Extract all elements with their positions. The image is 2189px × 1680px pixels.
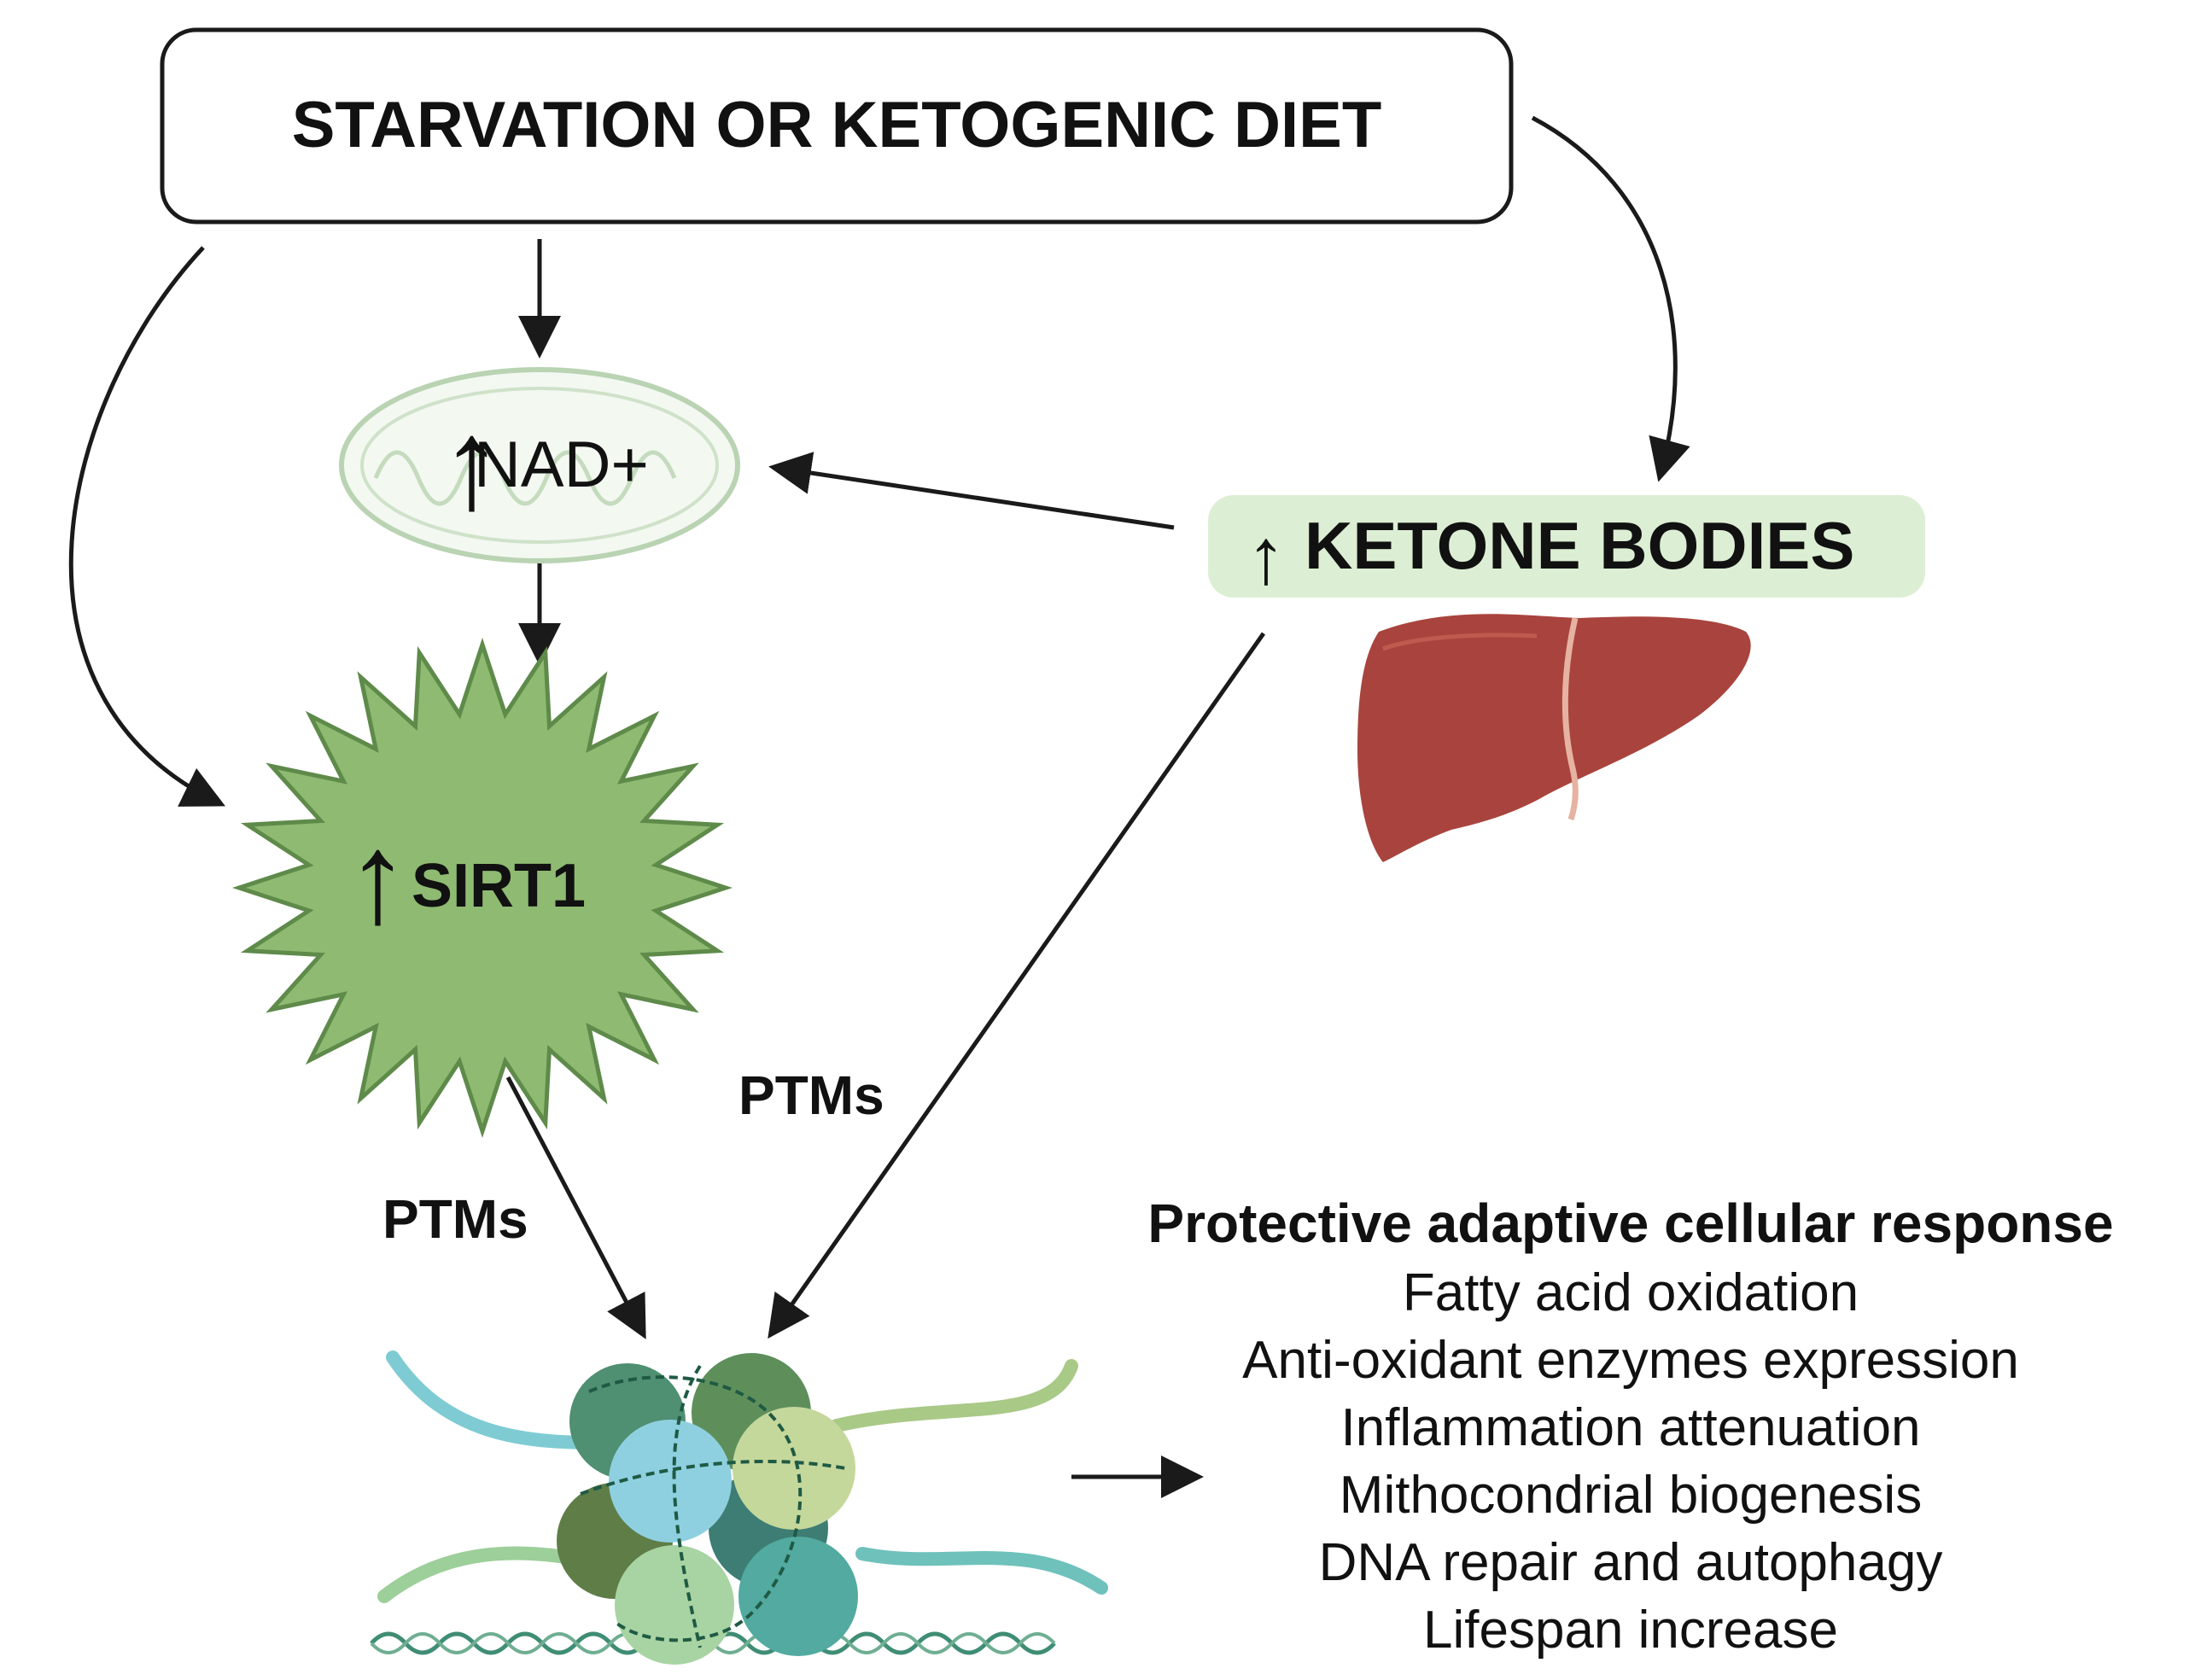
response-item: Inflammation attenuation: [1341, 1398, 1921, 1457]
arrow-diet-to-ketone: [1531, 115, 1690, 482]
sirt1-up-arrow: ↑: [346, 806, 410, 949]
arrow-diet-to-sirt1: [68, 246, 225, 807]
response-panel: Protective adaptive cellular response Fa…: [1147, 1193, 2113, 1660]
mitochondrion-node: ↑ NAD+: [339, 367, 740, 563]
arrow-ketone-to-nucleosome: [768, 632, 1266, 1339]
ketone-up-arrow: ↑: [1246, 513, 1286, 600]
response-item: Mithocondrial biogenesis: [1340, 1466, 1922, 1525]
starburst-icon: [231, 637, 733, 1139]
arrow-sirt1-to-nucleosome: [505, 1076, 646, 1339]
ketone-label: KETONE BODIES: [1305, 508, 1854, 583]
liver-icon: [1357, 614, 1751, 862]
nad-label: NAD+: [474, 429, 649, 501]
arrows: [68, 115, 1690, 1498]
ketone-pill: [1208, 495, 1925, 598]
response-title: Protective adaptive cellular response: [1147, 1193, 2113, 1254]
ptm-label-right: PTMs: [738, 1065, 884, 1126]
nad-up-arrow: ↑: [440, 392, 504, 535]
sirt1-label: SIRT1: [412, 852, 586, 920]
response-item: Lifespan increase: [1423, 1601, 1838, 1660]
nucleosome-icon: [370, 1350, 1108, 1665]
mitochondrion-icon: [339, 367, 740, 563]
top-box: STARVATION OR KETOGENIC DIET: [160, 27, 1514, 225]
response-item: Fatty acid oxidation: [1403, 1263, 1859, 1322]
response-item: DNA repair and autophagy: [1319, 1533, 1943, 1592]
ketone-node: ↑ KETONE BODIES: [1208, 495, 1925, 600]
top-box-label: STARVATION OR KETOGENIC DIET: [292, 89, 1382, 161]
ptm-label-left: PTMs: [382, 1188, 528, 1250]
sirt1-node: ↑ SIRT1: [231, 637, 733, 1139]
arrow-ketone-to-nad: [768, 452, 1175, 530]
response-item: Anti-oxidant enzymes expression: [1242, 1331, 2019, 1390]
